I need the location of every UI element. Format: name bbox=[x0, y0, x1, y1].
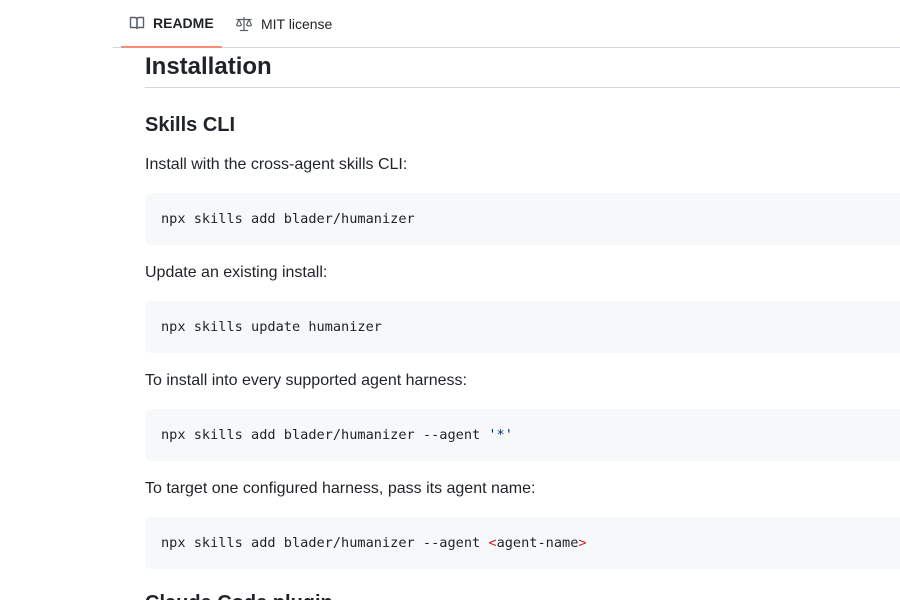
single-harness-instruction-text: To target one configured harness, pass i… bbox=[145, 480, 536, 497]
install-code: npx skills add blader/humanizer bbox=[161, 211, 415, 227]
install-code-block[interactable]: npx skills add blader/humanizer bbox=[145, 193, 900, 245]
single-harness-code-prefix: npx skills add blader/humanizer --agent bbox=[161, 535, 489, 551]
all-harness-code-string: '*' bbox=[488, 427, 513, 443]
installation-heading: Installation bbox=[145, 52, 900, 88]
tab-readme-label: README bbox=[153, 15, 214, 31]
tab-readme[interactable]: README bbox=[121, 0, 222, 48]
tab-license-label: MIT license bbox=[261, 16, 333, 32]
update-instruction-text: Update an existing install: bbox=[145, 264, 328, 281]
update-code-block[interactable]: npx skills update humanizer bbox=[145, 301, 900, 353]
single-harness-code-arg: agent-name bbox=[496, 535, 579, 551]
skills-cli-heading: Skills CLI bbox=[145, 114, 236, 136]
all-harness-code-prefix: npx skills add blader/humanizer --agent bbox=[161, 427, 489, 443]
book-icon bbox=[129, 16, 145, 30]
update-code: npx skills update humanizer bbox=[161, 319, 382, 335]
single-harness-code-block[interactable]: npx skills add blader/humanizer --agent … bbox=[145, 517, 900, 569]
single-harness-code-gt: > bbox=[578, 535, 587, 551]
tab-license[interactable]: MIT license bbox=[227, 0, 340, 48]
all-harness-instruction-text: To install into every supported agent ha… bbox=[145, 372, 467, 389]
claude-code-plugin-heading: Claude Code plugin bbox=[145, 591, 333, 600]
all-harness-code-block[interactable]: npx skills add blader/humanizer --agent … bbox=[145, 409, 900, 461]
readme-tab-bar: README MIT license bbox=[113, 0, 900, 48]
single-harness-code-lt: < bbox=[488, 535, 497, 551]
install-instruction-text: Install with the cross-agent skills CLI: bbox=[145, 156, 408, 173]
scale-balance-icon bbox=[235, 16, 253, 32]
left-sidebar-gutter bbox=[0, 0, 114, 600]
readme-panel: README MIT license Installation Skills C… bbox=[113, 0, 900, 600]
